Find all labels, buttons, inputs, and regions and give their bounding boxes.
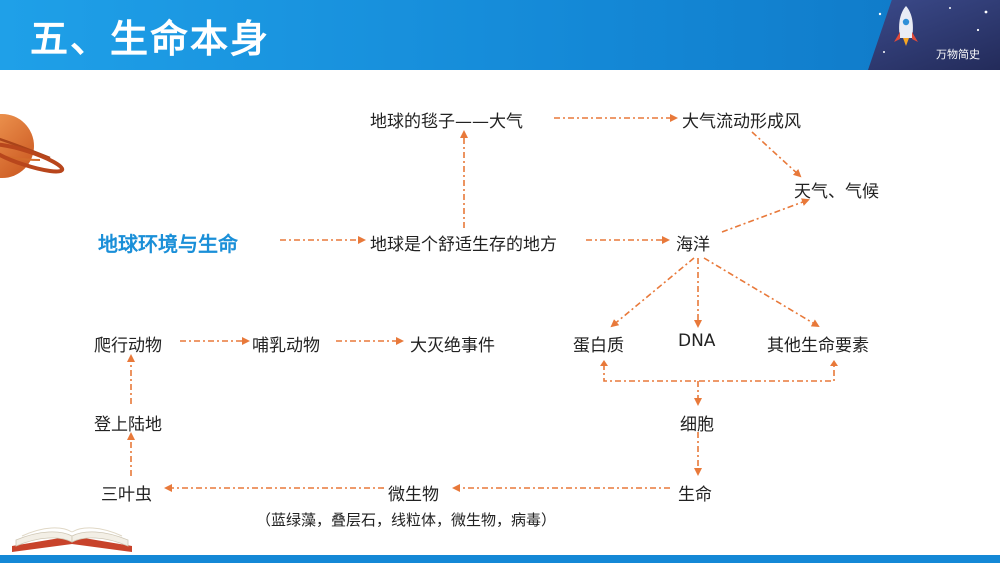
cell-bracket (603, 364, 835, 382)
page-title: 五、生命本身 (30, 17, 271, 61)
node-earth-env-life: 地球环境与生命 (98, 232, 238, 256)
node-mammal: 哺乳动物 (252, 336, 320, 356)
arrow-ocean-to-protein (610, 257, 695, 328)
node-atmosphere: 地球的毯子——大气 (370, 112, 523, 132)
node-wind: 大气流动形成风 (682, 112, 801, 132)
node-ocean: 海洋 (676, 235, 710, 255)
node-comfortable-place: 地球是个舒适生存的地方 (370, 235, 557, 255)
rocket-icon (878, 6, 988, 53)
node-other-elements: 其他生命要素 (767, 336, 869, 356)
node-trilobite: 三叶虫 (101, 485, 152, 505)
node-land: 登上陆地 (94, 415, 162, 435)
node-microbe: 微生物 (388, 485, 439, 505)
brand-label: 万物简史 (936, 48, 980, 61)
bottom-bar (0, 555, 1000, 563)
node-life: 生命 (678, 485, 712, 505)
arrow-wind-to-weather (751, 131, 802, 178)
arrow-ocean-to-weather (721, 198, 810, 233)
node-weather: 天气、气候 (794, 182, 879, 202)
header-bar (0, 0, 1000, 70)
node-cell: 细胞 (680, 415, 714, 435)
node-protein: 蛋白质 (573, 336, 624, 356)
microbe-note: （蓝绿藻，叠层石，线粒体，微生物，病毒） (256, 511, 557, 529)
node-reptile: 爬行动物 (94, 336, 162, 356)
arrow-ocean-to-other (703, 257, 820, 328)
logo-panel (868, 0, 1000, 70)
node-extinction: 大灭绝事件 (410, 336, 495, 356)
node-dna: DNA (678, 331, 716, 351)
